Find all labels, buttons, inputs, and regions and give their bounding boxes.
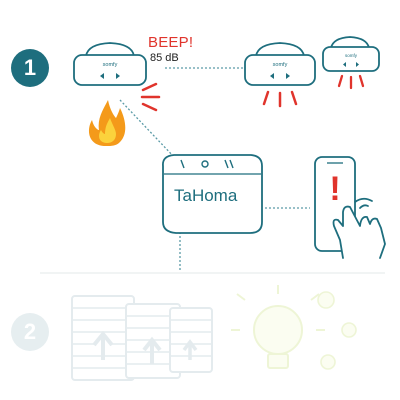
shutter-up-icon	[71, 295, 135, 381]
phone-alert-glyph: !	[329, 170, 340, 208]
sound-wave-icon	[140, 82, 161, 112]
decibel-label: 85 dB	[150, 52, 179, 64]
detector-brand-text: somfy	[273, 62, 288, 68]
detector-hub-line	[119, 99, 176, 159]
step-2-number: 2	[23, 319, 37, 344]
step-1-badge: 1	[11, 49, 49, 87]
tahoma-box-icon	[162, 154, 263, 234]
smoke-detector-icon: somfy	[73, 42, 147, 86]
tahoma-label: TaHoma	[174, 186, 238, 205]
smoke-detector-icon: somfy	[244, 42, 316, 86]
step-2-badge: 2	[11, 313, 49, 351]
detector-brand-text: somfy	[103, 62, 118, 68]
smoke-detector-icon: somfy	[322, 36, 380, 72]
tapping-hand-icon	[332, 197, 386, 259]
detector-brand-text: somfy	[345, 53, 358, 58]
sound-wave-icon	[337, 74, 365, 90]
sound-wave-icon	[262, 90, 298, 108]
light-bulb-icon	[231, 285, 325, 369]
flame-icon	[88, 100, 126, 146]
step-1-number: 1	[23, 55, 37, 80]
connection-lines	[119, 67, 310, 272]
beep-label: BEEP!	[148, 34, 194, 51]
light-bulb-icon	[317, 291, 357, 370]
shutter-up-icon	[169, 307, 213, 373]
